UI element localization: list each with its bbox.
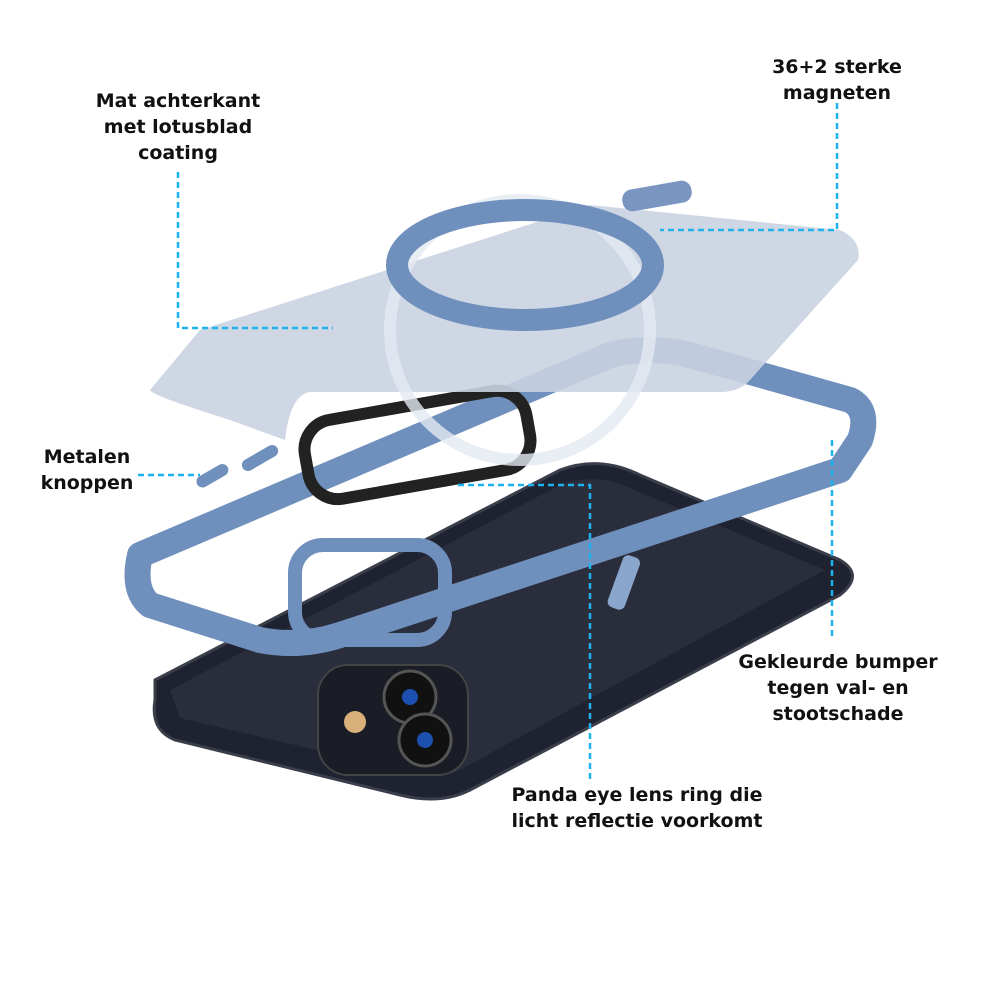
callout-text: Metalen (43, 446, 131, 468)
callout-text: coating (138, 142, 218, 164)
callout-bumper: Gekleurde bumper tegen val- en stootscha… (738, 649, 937, 727)
callout-text: Mat achterkant (95, 90, 261, 112)
callout-text: tegen val- en (767, 677, 909, 699)
callout-text: Gekleurde bumper (738, 651, 938, 673)
callout-back-coating: Mat achterkant met lotusblad coating (96, 88, 260, 166)
camera-module (317, 664, 469, 776)
back-plate (150, 180, 859, 466)
callout-text: stootschade (772, 703, 904, 725)
callout-text: Panda eye lens ring die (511, 784, 763, 806)
phone (152, 462, 854, 801)
callout-lens-ring: Panda eye lens ring die licht reflectie … (511, 782, 762, 834)
callout-text: licht reflectie voorkomt (511, 810, 763, 832)
callout-text: met lotusblad (103, 116, 253, 138)
callout-text: 36+2 sterke (772, 56, 902, 78)
callout-magnets: 36+2 sterke magneten (772, 54, 902, 106)
callout-text: knoppen (40, 472, 134, 494)
callout-lines (138, 103, 839, 780)
metal-buttons (196, 445, 279, 488)
callout-buttons: Metalen knoppen (41, 444, 134, 496)
callout-text: magneten (782, 82, 892, 104)
